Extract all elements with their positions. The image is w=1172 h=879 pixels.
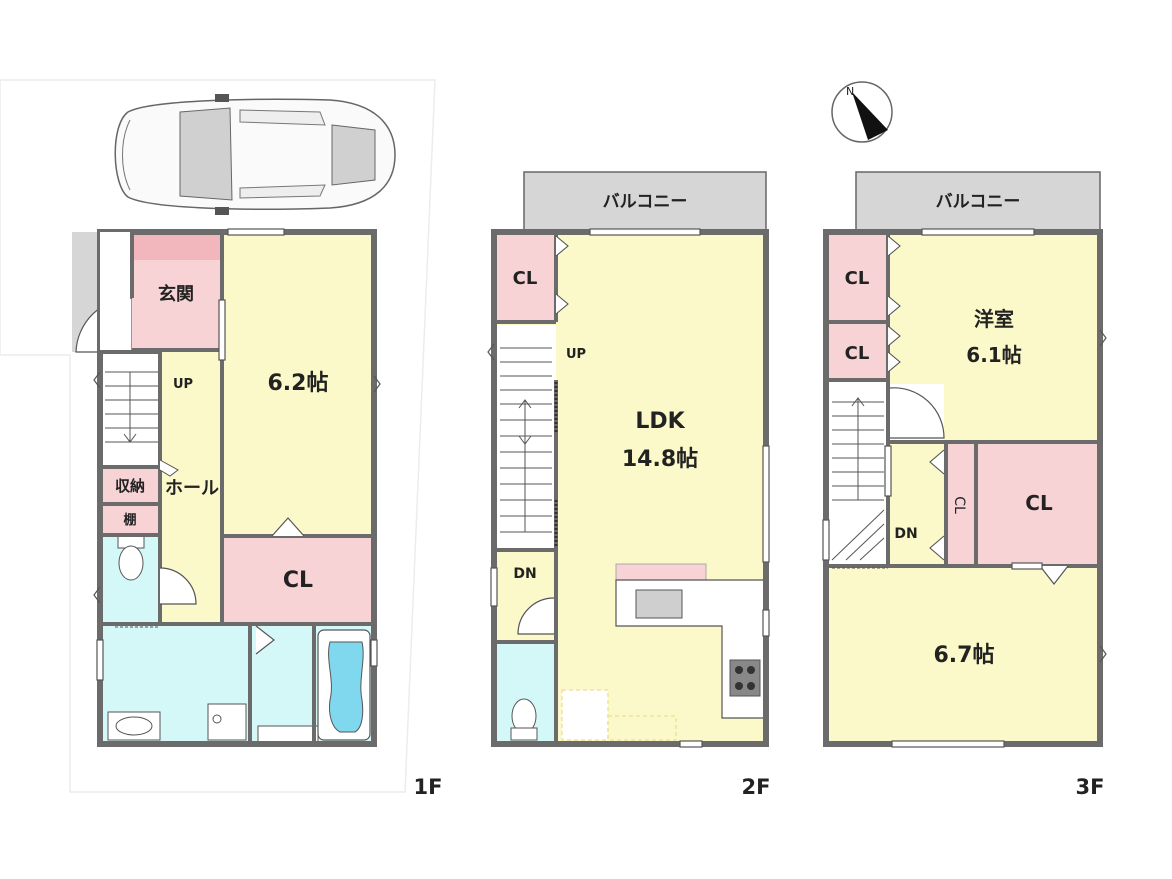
balcony-label-2f: バルコニー (603, 192, 688, 212)
yoshitsu-label: 洋室 (974, 307, 1014, 331)
sink-icon (107, 711, 161, 741)
cl-big-label: CL (1025, 491, 1053, 515)
toilet-icon (510, 698, 538, 741)
storage-label: 収納 (115, 477, 145, 495)
dn-label-3f: DN (894, 526, 917, 542)
dn-label-2f: DN (513, 566, 536, 582)
floor-1f: 玄関 6.2帖 UP 収納 ホール 棚 CL 1F (0, 79, 443, 799)
cl-label-1f: CL (283, 568, 313, 593)
room-3f-size: 6.7帖 (934, 643, 995, 668)
up-label-2f: UP (566, 347, 586, 362)
up-label-1f: UP (173, 377, 193, 392)
car-icon (114, 94, 396, 215)
floor-2f: バルコニー (487, 171, 771, 799)
toilet-icon (117, 535, 145, 581)
ldk-size: 14.8帖 (622, 447, 698, 472)
balcony-label-3f: バルコニー (936, 192, 1021, 212)
floor-label-1f: 1F (414, 775, 443, 799)
kitchen-icon (615, 563, 767, 719)
svg-text:N: N (846, 85, 854, 98)
cl-label-2f: CL (513, 268, 538, 289)
room-1f-size: 6.2帖 (268, 371, 329, 396)
hall-label: ホール (165, 478, 219, 499)
shelf-label: 棚 (123, 512, 136, 528)
washer-icon (207, 703, 247, 741)
floor-label-3f: 3F (1076, 775, 1105, 799)
yoshitsu-size: 6.1帖 (966, 343, 1021, 367)
north-compass-icon: N (831, 81, 893, 143)
genkan-label: 玄関 (158, 283, 194, 305)
ldk-label: LDK (635, 409, 685, 434)
cl-label-3f-2: CL (845, 343, 870, 364)
cl-label-3f-1: CL (845, 268, 870, 289)
bathtub-icon (317, 629, 371, 741)
floor-3f: N バルコニー (822, 81, 1107, 799)
floor-label-2f: 2F (742, 775, 771, 799)
cl-small-label: CL (951, 496, 967, 514)
